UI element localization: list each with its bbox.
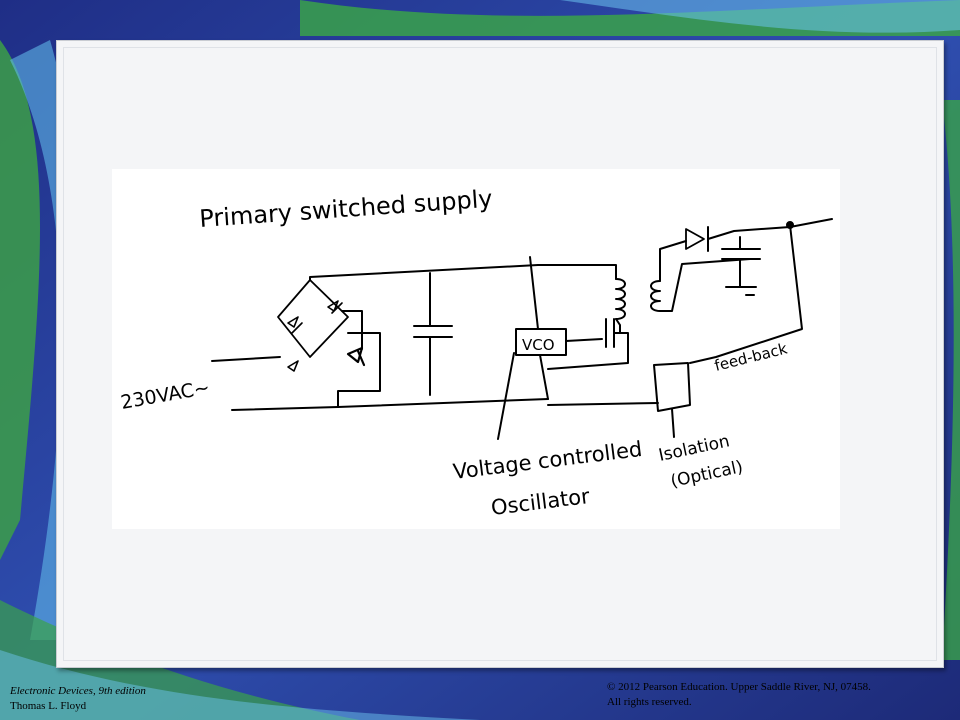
ac-input-wires	[211, 356, 339, 411]
ac-input-label: 230VAC~	[119, 377, 211, 414]
vco-block	[515, 256, 629, 400]
top-rail	[309, 264, 539, 281]
footer-author: Thomas L. Floyd	[10, 700, 87, 712]
isolation-label-line2: (Optical)	[669, 457, 745, 492]
vco-annotation-pointer	[497, 352, 515, 440]
footer-copyright: © 2012 Pearson Education. Upper Saddle R…	[607, 680, 871, 710]
footer-copyright-line1: © 2012 Pearson Education. Upper Saddle R…	[607, 681, 871, 693]
isolation-block	[547, 362, 691, 438]
bottom-rail	[337, 398, 549, 408]
content-panel-inner-border	[63, 47, 937, 661]
diagram-title: Primary switched supply	[198, 185, 493, 233]
footer-copyright-line2: All rights reserved.	[607, 696, 692, 708]
circuit-sketch: Primary switched supply 230VAC~	[112, 169, 840, 529]
footer-book-title: Electronic Devices, 9th edition	[10, 685, 146, 697]
feedback-wire	[689, 224, 803, 364]
vco-annotation-line1: Voltage controlled	[452, 437, 644, 484]
vco-box-label: VCO	[522, 336, 555, 354]
output-rectifier	[685, 218, 833, 296]
vco-annotation-line2: Oscillator	[490, 484, 592, 520]
transformer	[537, 240, 751, 334]
filter-capacitor	[413, 272, 453, 396]
footer-book-info: Electronic Devices, 9th edition Thomas L…	[10, 684, 146, 714]
bridge-rectifier	[277, 279, 381, 408]
